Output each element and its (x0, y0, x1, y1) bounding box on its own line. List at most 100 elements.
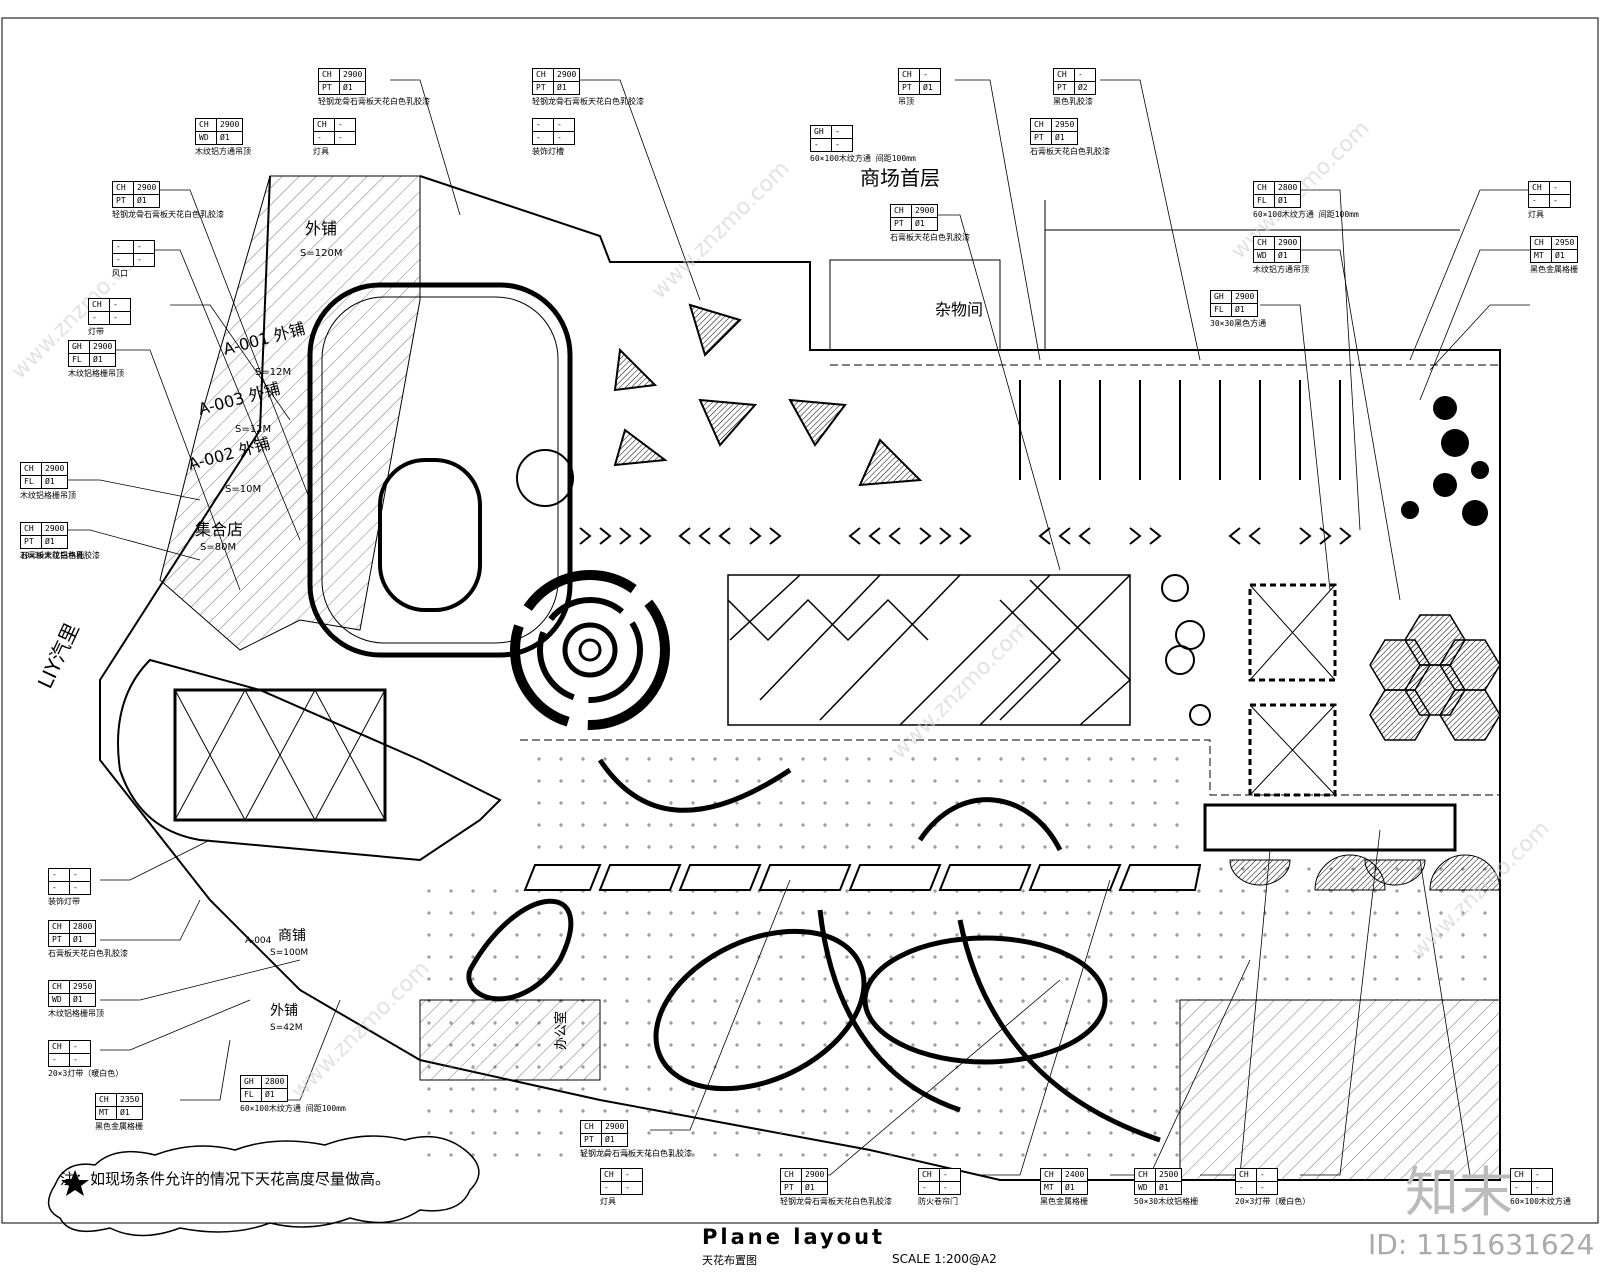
tag-caption: 20×3灯带（暖白色） (1235, 1197, 1311, 1206)
tag-code: CH (1510, 1168, 1532, 1182)
ceiling-tag: CH---20×3灯带（暖白色） (48, 1040, 123, 1079)
tag-caption: 60×100木纹方通 (1510, 1197, 1571, 1206)
tag-code: - (918, 1181, 940, 1195)
drawing-scale: SCALE 1:200@A2 (892, 1252, 997, 1266)
tag-code: PT (112, 194, 134, 208)
tag-code: FL (68, 353, 90, 367)
label-shop-top-area: S=120M (300, 248, 342, 259)
tag-caption: 60×100木纹方通 间距100mm (1253, 210, 1359, 219)
racetrack-inner (378, 458, 482, 612)
corridor-line (520, 739, 1500, 796)
shops-hatch-zone (159, 175, 421, 651)
racetrack-outer (307, 282, 573, 658)
star-icon (61, 1170, 89, 1196)
ceiling-tag: ----装饰灯带 (48, 868, 91, 907)
tag-value: - (1074, 68, 1096, 82)
tag-code: CH (95, 1093, 117, 1107)
svg-text:www.znzmo.com: www.znzmo.com (647, 156, 795, 304)
tag-value: Ø1 (40, 535, 69, 549)
x-box-ceiling (1248, 583, 1337, 797)
tag-caption: 吊顶 (898, 97, 914, 106)
tag-caption: 黑色金属格栅 (1040, 1197, 1088, 1206)
tag-code: CH (48, 980, 70, 994)
tag-code: PT (780, 1181, 802, 1195)
tag-code: PT (580, 1133, 602, 1147)
tag-caption: 20×3灯带（暖白色） (48, 1069, 124, 1078)
label-shop-a004: 商铺 (278, 928, 306, 944)
tag-caption: 轻钢龙骨石膏板天花白色乳胶漆 (580, 1149, 692, 1158)
tag-value: - (334, 118, 356, 132)
triangle-grid-ceiling (173, 688, 387, 822)
tag-value: Ø1 (910, 217, 939, 231)
tag-value: - (109, 298, 131, 312)
label-shop-bottom: 外铺 (270, 1003, 298, 1019)
tag-value: - (1549, 181, 1571, 195)
tag-value: 2900 (88, 340, 117, 354)
tag-caption: 轻钢龙骨石膏板天花白色乳胶漆 (532, 97, 644, 106)
tag-code: CH (48, 1040, 70, 1054)
tag-caption: 轻钢龙骨石膏板天花白色乳胶漆 (318, 97, 430, 106)
circle-lights (1161, 574, 1211, 726)
tag-value: - (1531, 1168, 1553, 1182)
label-shop-a004-area: S=100M (270, 948, 308, 958)
tag-value: 2900 (338, 68, 367, 82)
tag-value: - (621, 1168, 643, 1182)
tag-code: WD (1253, 249, 1275, 263)
tag-value: - (831, 125, 853, 139)
ceiling-tag: CH---20×3灯带（暖白色） (1235, 1168, 1310, 1207)
tag-code: CH (1040, 1168, 1062, 1182)
tag-code: PT (48, 933, 70, 947)
zigzag-ceiling (727, 574, 1132, 726)
tag-caption: 灯具 (1528, 210, 1544, 219)
tag-value: Ø1 (68, 933, 97, 947)
tag-value: Ø1 (600, 1133, 629, 1147)
tag-caption: 30×30黑色方通 (1210, 319, 1267, 328)
tag-code: PT (1030, 131, 1052, 145)
label-shop-top: 外铺 (305, 219, 337, 238)
concentric-ceiling (510, 570, 670, 730)
ceiling-tag: CH---灯带 (88, 298, 131, 337)
ceiling-tag: CH---灯具 (1528, 181, 1571, 220)
tag-value: Ø1 (800, 1181, 829, 1195)
label-top-hall: 商场首层 (860, 166, 940, 190)
tag-value: 2900 (132, 181, 161, 195)
tag-code: MT (1040, 1181, 1062, 1195)
tag-code: - (88, 311, 110, 325)
tag-code: CH (1528, 181, 1550, 195)
tag-value: 2900 (800, 1168, 829, 1182)
half-circles (1229, 854, 1501, 891)
tag-code: PT (890, 217, 912, 231)
tag-value: 2900 (40, 522, 69, 536)
tag-value: - (939, 1181, 961, 1195)
tag-value: - (553, 131, 575, 145)
ceiling-tag: CH---防火卷帘门 (918, 1168, 961, 1207)
id-watermark: ID: 1151631624 (1368, 1228, 1595, 1261)
label-office: 办公室 (553, 1011, 569, 1050)
southwest-hatch-zone (419, 999, 601, 1081)
storage-room (829, 259, 1001, 351)
brand-watermark: 知末 (1405, 1161, 1513, 1224)
tag-value: Ø1 (88, 353, 117, 367)
tag-code: FL (20, 475, 42, 489)
tag-caption: 石膏板天花白色乳胶漆 (20, 551, 100, 560)
tag-code: WD (48, 993, 70, 1007)
tag-code: CH (313, 118, 335, 132)
tag-code: MT (95, 1106, 117, 1120)
tag-value: Ø1 (1273, 249, 1302, 263)
tag-table: CH--- (1510, 1168, 1553, 1195)
tag-caption: 木纹铝方通吊顶 (1253, 265, 1309, 274)
tag-value: Ø1 (919, 81, 941, 95)
tag-value: Ø1 (215, 131, 244, 145)
ceiling-tag: GH---60×100木纹方通 间距100mm (810, 125, 916, 164)
